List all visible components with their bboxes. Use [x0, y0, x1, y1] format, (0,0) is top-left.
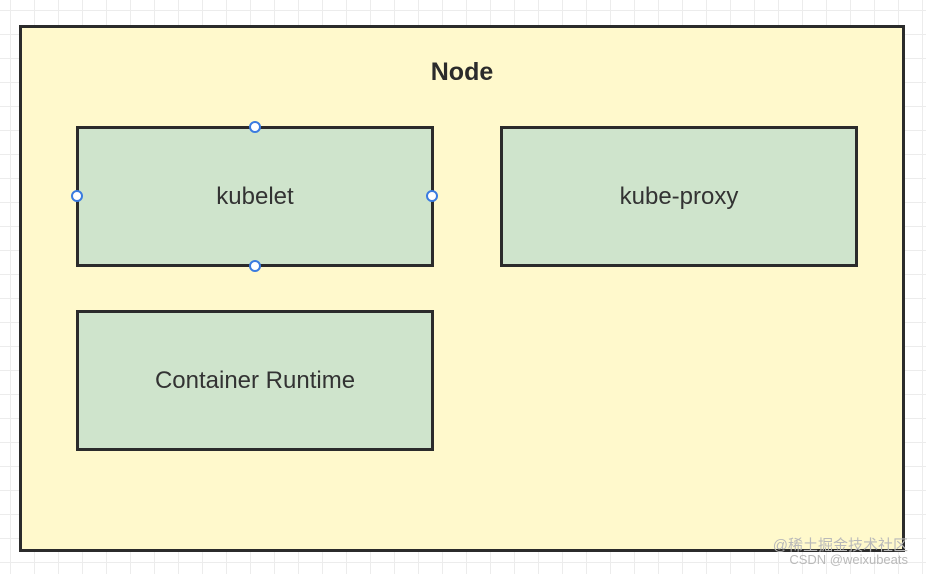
kube-proxy-label: kube-proxy: [619, 182, 739, 210]
watermark-csdn: CSDN @weixubeats: [789, 552, 908, 567]
node-box[interactable]: Node: [19, 25, 905, 552]
node-title: Node: [430, 58, 494, 86]
container-runtime-box[interactable]: Container Runtime: [76, 310, 434, 451]
selection-handle-left[interactable]: [71, 190, 83, 202]
kubelet-box[interactable]: kubelet: [76, 126, 434, 267]
selection-handle-bottom[interactable]: [249, 260, 261, 272]
kube-proxy-box[interactable]: kube-proxy: [500, 126, 858, 267]
kubelet-label: kubelet: [216, 182, 294, 210]
watermark-juejin: @稀土掘金技术社区: [772, 537, 908, 554]
selection-handle-top[interactable]: [249, 121, 261, 133]
selection-handle-right[interactable]: [426, 190, 438, 202]
container-runtime-label: Container Runtime: [154, 366, 356, 394]
